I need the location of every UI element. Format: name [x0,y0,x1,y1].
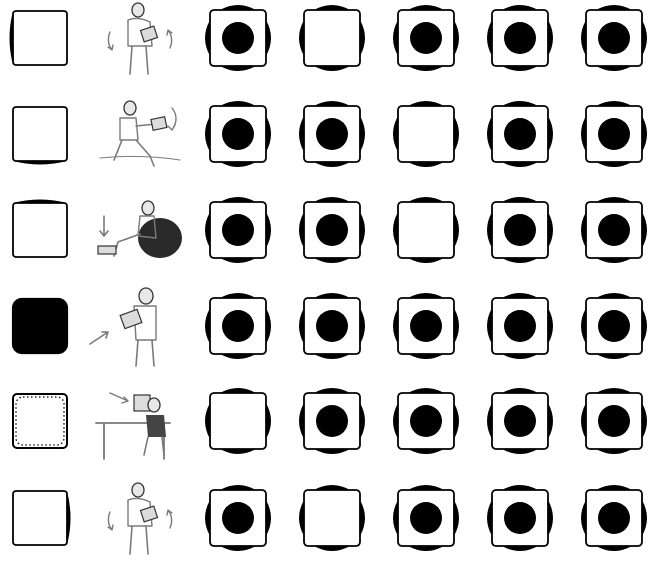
tile-center-dot [222,214,254,246]
tile-empty [393,197,459,263]
tile-center-dot [410,310,442,342]
tile-with-dot [581,101,647,167]
tile-center-dot [504,214,536,246]
tile-with-dot [205,101,271,167]
tile-with-dot [487,101,553,167]
person-beanbag-box-down-icon [98,201,182,258]
tile-with-dot [205,485,271,551]
tile-with-dot [581,388,647,454]
tile-with-dot [299,101,365,167]
filled-square-icon [13,299,67,353]
tile-center-dot [410,405,442,437]
tile-frame [210,393,266,449]
person-standing-pushing-box-icon [90,288,156,366]
tile-with-dot [487,485,553,551]
tile-with-dot [205,5,271,71]
tile-center-dot [598,502,630,534]
person-at-desk-box-icon [96,393,170,459]
tile-frame [304,10,360,66]
tile-center-dot [598,22,630,54]
tile-center-dot [222,118,254,150]
tile-with-dot [581,197,647,263]
tile-with-dot [299,197,365,263]
tile-center-dot [316,310,348,342]
person-seated-tilting-box-icon [100,101,180,166]
tile-with-dot [205,197,271,263]
tile-center-dot [222,22,254,54]
tile-with-dot [299,293,365,359]
tile-with-dot [581,293,647,359]
tile-center-dot [410,502,442,534]
tile-empty [205,388,271,454]
tile-center-dot [316,214,348,246]
side-edge-icon [10,11,68,65]
tile-center-dot [504,22,536,54]
grid-row [13,388,647,459]
person-standing-rotating-box-icon [108,3,172,74]
tile-center-dot [504,502,536,534]
tile-center-dot [598,118,630,150]
tile-center-dot [504,405,536,437]
tile-with-dot [393,485,459,551]
tile-center-dot [222,310,254,342]
tile-empty [299,5,365,71]
tile-center-dot [598,214,630,246]
grid-row [13,101,647,167]
grid-row [13,197,647,263]
tile-frame [398,202,454,258]
side-edge-icon [13,491,71,545]
tile-center-dot [598,310,630,342]
tile-with-dot [393,388,459,454]
tile-with-dot [393,5,459,71]
tile-with-dot [205,293,271,359]
tile-empty [299,485,365,551]
tile-frame [398,106,454,162]
side-edge-icon [13,107,67,165]
tile-with-dot [487,388,553,454]
tile-center-dot [316,405,348,437]
tile-with-dot [581,5,647,71]
tile-empty [393,101,459,167]
tile-with-dot [581,485,647,551]
dotted-square-icon [13,394,67,448]
tile-center-dot [504,310,536,342]
tile-with-dot [487,5,553,71]
tile-with-dot [487,197,553,263]
tile-with-dot [487,293,553,359]
grid-row [10,3,648,74]
tile-center-dot [316,118,348,150]
tile-center-dot [504,118,536,150]
tile-with-dot [299,388,365,454]
tile-center-dot [222,502,254,534]
tile-center-dot [410,22,442,54]
grid-row [13,483,647,554]
tile-center-dot [598,405,630,437]
person-standing-rotating-box-icon [108,483,172,554]
side-edge-icon [13,200,67,258]
tile-with-dot [393,293,459,359]
tile-frame [304,490,360,546]
grid-row [13,288,647,366]
